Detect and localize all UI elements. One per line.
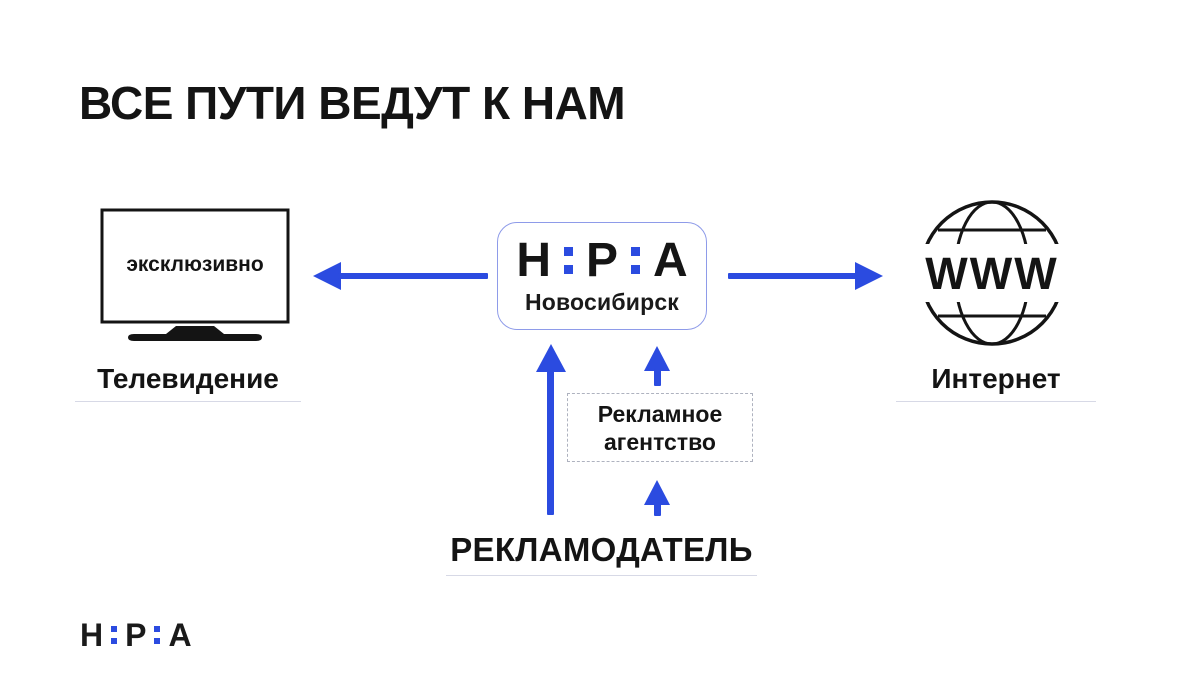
- tv-label-underline: [75, 401, 301, 402]
- internet-label: Интернет: [931, 363, 1061, 394]
- colon-icon: [111, 626, 118, 644]
- advertiser-label-underline: [446, 575, 757, 576]
- arrow-advertiser-to-agency-line: [654, 503, 661, 516]
- colon-icon: [631, 247, 640, 274]
- arrow-advertiser-to-agency-head-icon: [644, 480, 670, 505]
- footer-letter-p: P: [125, 617, 147, 653]
- tv-icon: [100, 208, 290, 344]
- tv-icon-svg: [100, 208, 290, 341]
- center-hpa-box: H P A Новосибирск: [497, 222, 707, 330]
- arrow-advertiser-direct-line: [547, 370, 554, 515]
- tv-label: Телевидение: [97, 363, 279, 394]
- hpa-logo: H P A: [516, 233, 688, 287]
- footer-letter-h: H: [80, 617, 104, 653]
- colon-icon: [563, 247, 573, 274]
- hpa-letter-h: H: [516, 233, 551, 287]
- globe-www-icon: WWW: [917, 198, 1067, 348]
- page-title: ВСЕ ПУТИ ВЕДУТ К НАМ: [79, 77, 626, 129]
- arrow-right-line: [728, 273, 858, 279]
- agency-label-line2: агентство: [604, 428, 716, 455]
- center-city-label: Новосибирск: [524, 288, 680, 315]
- hpa-letter-a: A: [653, 233, 688, 287]
- arrow-agency-to-hpa-head-icon: [644, 346, 670, 371]
- footer-letter-a: A: [168, 617, 192, 653]
- hpa-letter-p: P: [585, 233, 618, 287]
- advertiser-label: РЕКЛАМОДАТЕЛЬ: [450, 531, 753, 568]
- arrow-agency-to-hpa-line: [654, 369, 661, 386]
- arrow-left-head-icon: [313, 262, 341, 290]
- colon-icon: [154, 626, 161, 644]
- agency-label-line1: Рекламное: [597, 400, 723, 427]
- footer-hpa-logo: H P A: [80, 619, 192, 651]
- globe-www-text: WWW: [925, 248, 1058, 299]
- internet-label-underline: [896, 401, 1096, 402]
- agency-box: Рекламное агентство: [567, 393, 753, 462]
- arrow-advertiser-direct-head-icon: [536, 344, 566, 372]
- tv-screen-text: эксклюзивно: [126, 253, 264, 276]
- arrow-right-head-icon: [855, 262, 883, 290]
- arrow-left-line: [338, 273, 488, 279]
